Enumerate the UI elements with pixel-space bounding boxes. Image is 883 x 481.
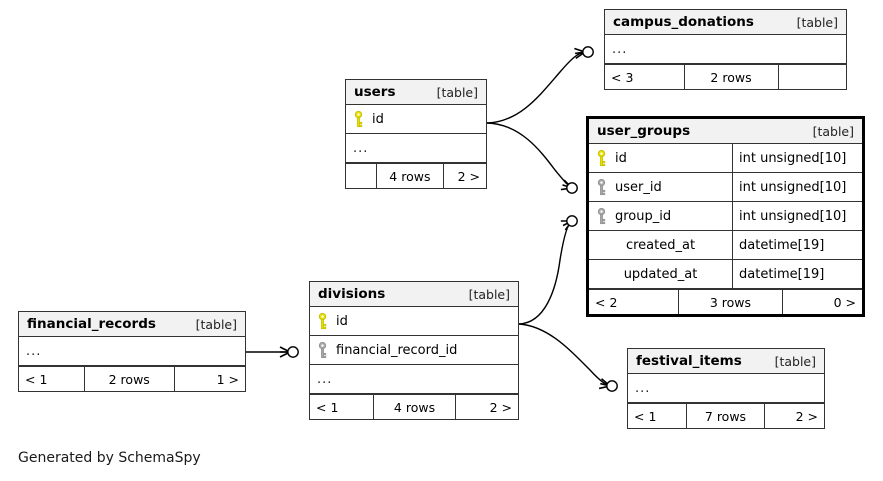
column-user_id: user_id — [589, 178, 732, 196]
footer-row-count: 7 rows — [687, 404, 766, 428]
foreign-key-icon — [318, 341, 327, 358]
table-kind-label: [table] — [774, 353, 816, 369]
column-id: id — [346, 110, 486, 128]
column-updated_at: updated_at — [623, 266, 698, 282]
edge-financial_records-divisions — [246, 346, 299, 358]
column-group_id: group_id — [589, 207, 732, 225]
diagram-caption: Generated by SchemaSpy — [18, 450, 201, 466]
foreign-key-icon — [597, 207, 606, 224]
column-ellipsis: ... — [635, 380, 651, 396]
footer-row-count: 2 rows — [85, 367, 175, 391]
table-row: updated_at datetime[19] — [589, 260, 862, 289]
table-kind-label: [table] — [468, 286, 510, 302]
footer-parents-count: < 2 — [589, 290, 680, 314]
table-title: users — [354, 84, 396, 100]
table-kind-label: [table] — [812, 123, 854, 139]
table-row: group_id int unsigned[10] — [589, 202, 862, 231]
column-label: id — [336, 313, 348, 329]
footer-parents-count: < 1 — [310, 395, 375, 419]
table-row: ... — [605, 35, 846, 64]
table-users[interactable]: users [table] id ... 4 rows 2 > — [345, 79, 487, 189]
table-kind-label: [table] — [796, 14, 838, 30]
edge-users-user_groups — [486, 122, 578, 194]
column-type: datetime[19] — [732, 260, 862, 288]
edge-users-campus_donations — [486, 46, 594, 124]
footer-parents-count — [346, 164, 377, 188]
table-header: festival_items [table] — [628, 349, 824, 374]
column-id: id — [310, 312, 518, 330]
column-label: group_id — [615, 208, 672, 224]
column-label: financial_record_id — [336, 342, 458, 358]
table-kind-label: [table] — [195, 316, 237, 332]
table-row: ... — [628, 374, 824, 403]
table-footer: < 1 4 rows 2 > — [310, 394, 518, 419]
footer-row-count: 2 rows — [685, 65, 779, 89]
table-row: id — [310, 307, 518, 336]
table-row: ... — [346, 134, 486, 163]
table-financial_records[interactable]: financial_records [table] ... < 1 2 rows… — [18, 311, 246, 392]
primary-key-icon — [354, 110, 363, 127]
column-label: id — [615, 150, 627, 166]
footer-row-count: 3 rows — [679, 290, 783, 314]
footer-parents-count: < 1 — [628, 404, 687, 428]
table-row: created_at datetime[19] — [589, 231, 862, 260]
footer-children-count: 0 > — [833, 294, 856, 310]
table-footer: 4 rows 2 > — [346, 163, 486, 188]
column-ellipsis: ... — [317, 371, 333, 387]
primary-key-icon — [318, 312, 327, 329]
column-type: datetime[19] — [732, 231, 862, 259]
table-header: user_groups [table] — [589, 119, 862, 144]
primary-key-icon — [597, 149, 606, 166]
foreign-key-icon — [597, 178, 606, 195]
table-festival_items[interactable]: festival_items [table] ... < 1 7 rows 2 … — [627, 348, 825, 429]
table-title: campus_donations — [613, 14, 754, 30]
column-type: int unsigned[10] — [732, 173, 862, 201]
column-type: int unsigned[10] — [732, 202, 862, 230]
table-title: user_groups — [597, 123, 691, 139]
column-ellipsis: ... — [26, 343, 42, 359]
table-row: ... — [310, 365, 518, 394]
table-header: users [table] — [346, 80, 486, 105]
column-label: user_id — [615, 179, 662, 195]
table-footer: < 2 3 rows 0 > — [589, 289, 862, 314]
footer-row-count: 4 rows — [377, 164, 444, 188]
footer-children-count: 2 > — [489, 399, 512, 415]
footer-children-count — [779, 65, 846, 89]
column-ellipsis: ... — [612, 41, 628, 57]
table-row: ... — [19, 337, 245, 366]
footer-children-count: 2 > — [795, 408, 818, 424]
footer-parents-count: < 1 — [19, 367, 85, 391]
footer-children-count: 1 > — [216, 371, 239, 387]
edge-divisions-festival_items — [518, 323, 618, 392]
footer-parents-count: < 3 — [605, 65, 685, 89]
table-title: financial_records — [27, 316, 156, 332]
table-campus_donations[interactable]: campus_donations [table] ... < 3 2 rows — [604, 9, 847, 90]
table-footer: < 1 2 rows 1 > — [19, 366, 245, 391]
column-label: id — [372, 111, 384, 127]
table-divisions[interactable]: divisions [table] id — [309, 281, 519, 420]
table-title: divisions — [318, 286, 386, 302]
table-footer: < 1 7 rows 2 > — [628, 403, 824, 428]
column-id: id — [589, 149, 732, 167]
table-footer: < 3 2 rows — [605, 64, 846, 89]
table-title: festival_items — [636, 353, 742, 369]
table-row: id int unsigned[10] — [589, 144, 862, 173]
table-kind-label: [table] — [436, 84, 478, 100]
column-financial_record_id: financial_record_id — [310, 341, 518, 359]
table-user_groups[interactable]: user_groups [table] id int unsigned[10] — [586, 116, 865, 317]
table-header: campus_donations [table] — [605, 10, 846, 35]
table-row: user_id int unsigned[10] — [589, 173, 862, 202]
table-row: financial_record_id — [310, 336, 518, 365]
table-row: id — [346, 105, 486, 134]
column-type: int unsigned[10] — [732, 144, 862, 172]
footer-children-count: 2 > — [457, 168, 480, 184]
table-header: divisions [table] — [310, 282, 518, 307]
table-header: financial_records [table] — [19, 312, 245, 337]
column-created_at: created_at — [625, 237, 696, 253]
edge-divisions-user_groups — [518, 215, 578, 325]
footer-row-count: 4 rows — [374, 395, 456, 419]
column-ellipsis: ... — [353, 140, 369, 156]
